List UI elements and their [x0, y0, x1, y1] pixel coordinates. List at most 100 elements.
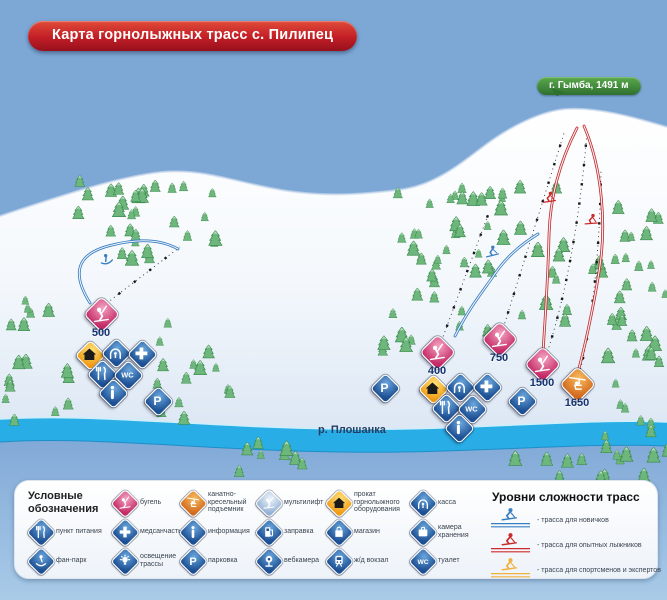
map-marker-wc: WC: [112, 359, 144, 391]
skier-trail-icon: [541, 191, 558, 209]
legend-header: Условные обозначения: [28, 490, 99, 515]
food-icon: [432, 394, 459, 421]
info-icon: [445, 414, 472, 441]
wc-icon: WC: [410, 548, 435, 573]
legend-column: канатно-кресельный подъемник информация …: [179, 488, 256, 576]
legend-item-label: ж/д вокзал: [354, 556, 389, 564]
legend-item-kassa: касса: [409, 489, 457, 518]
svg-text:P: P: [189, 556, 196, 568]
map-marker-kassa: [444, 371, 476, 403]
lift-distance-label: 750: [489, 352, 509, 364]
kassa-icon: [446, 373, 473, 400]
peak-label: г. Гымба, 1491 м: [537, 77, 641, 95]
trail-sample-icon: [490, 507, 532, 534]
medical-icon: [112, 519, 137, 544]
lift-station-1500: [524, 346, 562, 384]
legend-item-label: информация: [208, 527, 250, 535]
svg-text:P: P: [517, 393, 525, 407]
map-marker-parking: P: [506, 385, 538, 417]
rental-house-icon: [76, 341, 103, 368]
legend-item-medical: медсанчасть: [111, 518, 182, 547]
legend-item-label: канатно-кресельный подъемник: [208, 490, 247, 514]
fuel-icon: [256, 519, 281, 544]
info-icon: [180, 519, 205, 544]
multilift-icon: [256, 490, 281, 515]
lift-station-400: [419, 334, 457, 372]
kassa-icon: [410, 490, 435, 515]
rental-house-icon: [419, 375, 446, 402]
medical-icon: [473, 373, 500, 400]
svg-text:WC: WC: [465, 404, 478, 413]
difficulty-level-label: - трасса для спортсменов и экспертов: [537, 567, 661, 574]
wc-icon: WC: [458, 395, 485, 422]
legend-panel: Условные обозначения пункт питания фан-п…: [14, 480, 661, 579]
legend-item-fuel: заправка: [255, 518, 314, 547]
trail-sample-icon: [490, 557, 532, 584]
legend-item-label: касса: [438, 498, 457, 506]
legend-item-parking: P парковка: [179, 547, 237, 576]
chairlift-icon: [561, 368, 594, 401]
legend-item-label: прокат горнолыжного оборудования: [354, 490, 400, 514]
river-label: р. Плошанка: [318, 424, 386, 436]
wc-icon: WC: [114, 361, 141, 388]
legend-column: бугель медсанчасть освещение трассы: [111, 488, 182, 576]
bugel-icon: [483, 323, 516, 356]
lift-station-1650: [559, 366, 597, 404]
legend-item-food: пункт питания: [27, 518, 102, 547]
shop-icon: [326, 519, 351, 544]
svg-text:WC: WC: [121, 370, 134, 379]
lift-distance-label: 400: [427, 365, 447, 377]
difficulty-level-experienced: - трасса для опытных лыжников: [490, 532, 661, 558]
legend-item-label: магазин: [354, 527, 380, 535]
medical-icon: [128, 340, 155, 367]
difficulty-level-expert: - трасса для спортсменов и экспертов: [490, 557, 661, 584]
map-marker-food: [86, 358, 118, 390]
food-icon: [88, 360, 115, 387]
map-marker-info: [443, 412, 475, 444]
legend-item-funpark: фан-парк: [27, 547, 87, 576]
map-marker-parking: P: [142, 385, 174, 417]
parking-icon: P: [508, 387, 535, 414]
legend-item-train: ж/д вокзал: [325, 547, 389, 576]
parking-icon: P: [371, 374, 398, 401]
legend-item-info: информация: [179, 518, 250, 547]
bugel-icon: [112, 490, 137, 515]
webcam-icon: [256, 548, 281, 573]
lift-distance-label: 1650: [564, 397, 590, 409]
difficulty-header: Уровни сложности трасс: [492, 490, 640, 504]
legend-column: касса камера хранения WC туалет: [409, 488, 480, 576]
peak-label-text: г. Гымба, 1491 м: [549, 80, 629, 91]
light-icon: [112, 548, 137, 573]
difficulty-level-label: - трасса для новичков: [537, 517, 609, 524]
legend-item-luggage: камера хранения: [409, 518, 480, 547]
lift-station-750: [481, 321, 519, 359]
train-icon: [326, 548, 351, 573]
lift-station-500: [83, 296, 121, 334]
river: [0, 416, 667, 453]
legend-item-bugel: бугель: [111, 489, 162, 518]
difficulty-legend: Уровни сложности трасс - трасса для нови…: [480, 488, 661, 583]
legend-item-webcam: вебкамера: [255, 547, 319, 576]
difficulty-level-novice: - трасса для новичков: [490, 507, 661, 534]
luggage-icon: [410, 519, 435, 544]
legend-item-shop: магазин: [325, 518, 380, 547]
legend-item-chairlift: канатно-кресельный подъемник: [179, 489, 256, 518]
ski-trails: [77, 124, 605, 374]
legend-column: Условные обозначения пункт питания фан-п…: [27, 488, 112, 576]
legend-item-label: фан-парк: [56, 556, 87, 564]
map-marker-parking: P: [369, 372, 401, 404]
legend-item-label: заправка: [284, 527, 314, 535]
legend-item-label: бугель: [140, 498, 162, 506]
food-icon: [28, 519, 53, 544]
legend-item-label: мультилифт: [284, 498, 324, 506]
kassa-icon: [102, 339, 129, 366]
chairlift-icon: [180, 490, 205, 515]
map-title: Карта горнолыжных трасс с. Пилипец: [28, 21, 358, 51]
funpark-icon: [28, 548, 53, 573]
legend-item-light: освещение трассы: [111, 547, 180, 576]
snowboarder-trail-icon: [97, 251, 117, 272]
legend-item-wc: WC туалет: [409, 547, 460, 576]
bugel-icon: [85, 298, 118, 331]
map-marker-rental-house: [417, 373, 449, 405]
